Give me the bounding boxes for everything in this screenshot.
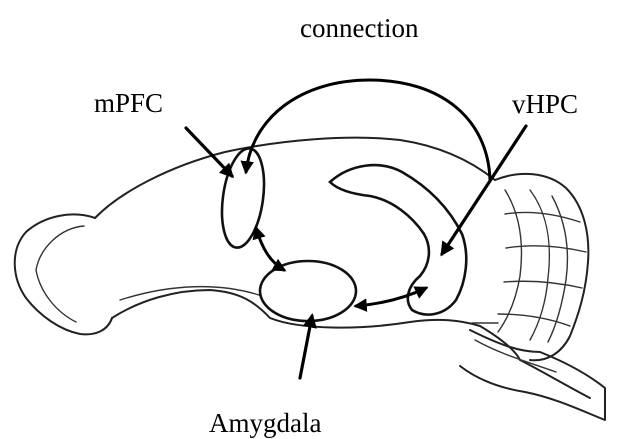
- cerebellum: [495, 174, 588, 360]
- connection-label: connection: [300, 13, 419, 43]
- mpfc-region: [216, 146, 270, 251]
- mpfc-amygdala-link: [256, 228, 284, 270]
- amygdala-region: [260, 261, 356, 321]
- mpfc-label: mPFC: [94, 88, 163, 118]
- amygdala-label: Amygdala: [209, 408, 321, 438]
- vhpc-label: vHPC: [512, 89, 578, 119]
